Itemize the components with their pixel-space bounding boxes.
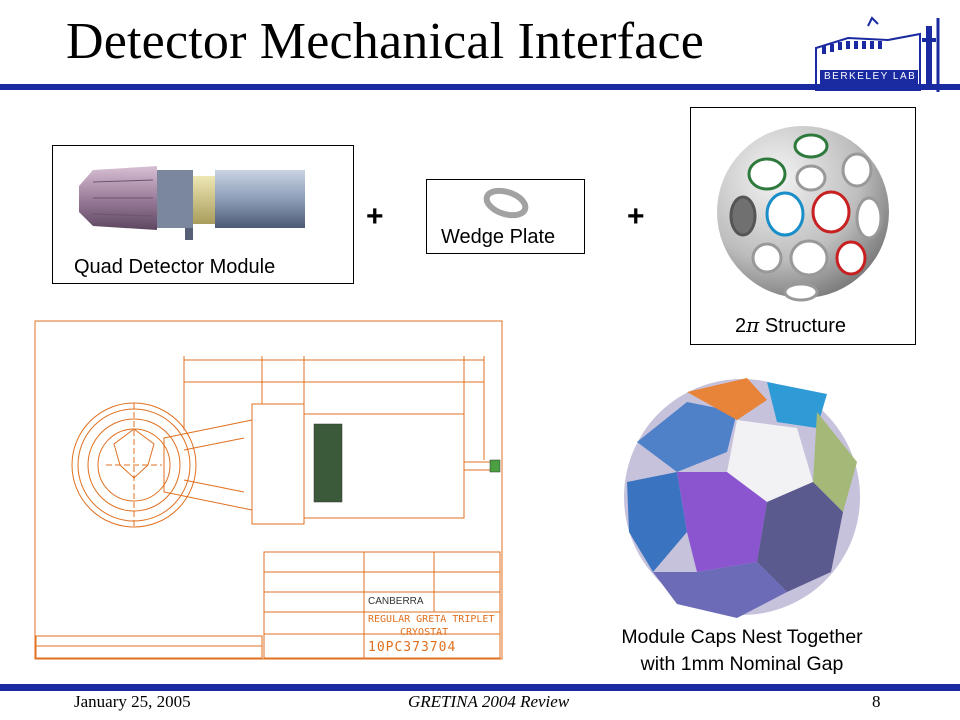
drawing-title-1: REGULAR GRETA TRIPLET <box>368 614 495 625</box>
quad-detector-module-image <box>79 166 305 240</box>
footer-date: January 25, 2005 <box>74 692 191 711</box>
technical-drawing: CANBERRA REGULAR GRETA TRIPLET CRYOSTAT … <box>34 320 503 660</box>
module-caps-caption-line2: with 1mm Nominal Gap <box>640 653 844 675</box>
quad-module-label: Quad Detector Module <box>74 256 276 278</box>
module-caps-caption-line1: Module Caps Nest Together <box>621 626 863 648</box>
plus-sign-1: + <box>366 200 384 233</box>
two-pi-structure-box: 2π Structure <box>690 107 916 345</box>
drawing-number: 10PC373704 <box>368 640 457 655</box>
label-suffix: Structure <box>759 315 846 337</box>
drawing-title-2: CRYOSTAT <box>400 627 449 638</box>
two-pi-structure-label: 2π Structure <box>735 313 846 338</box>
label-prefix: 2 <box>735 315 747 337</box>
module-caps-image <box>617 372 867 622</box>
two-pi-structure-image <box>717 126 889 302</box>
berkeley-lab-logo: Berkeley Lab <box>808 8 952 94</box>
wedge-plate-image <box>483 187 529 219</box>
wedge-plate-label: Wedge Plate <box>441 226 556 248</box>
wedge-plate-box: Wedge Plate <box>426 179 585 254</box>
bottom-rule <box>0 684 960 691</box>
plus-sign-2: + <box>627 200 645 233</box>
logo-text: Berkeley Lab <box>824 71 917 82</box>
footer-event: GRETINA 2004 Review <box>408 692 570 711</box>
drawing-company: CANBERRA <box>368 596 424 607</box>
pi-symbol: π <box>746 313 760 337</box>
module-caps-caption: Module Caps Nest Together with 1mm Nomin… <box>584 624 900 678</box>
slide-title: Detector Mechanical Interface <box>66 13 705 70</box>
quad-detector-module-box: Quad Detector Module <box>52 145 354 284</box>
top-rule <box>0 84 960 90</box>
footer-page-number: 8 <box>872 692 881 711</box>
